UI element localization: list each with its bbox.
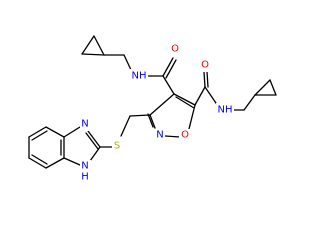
svg-text:N: N (81, 119, 88, 130)
atom-nh-amide-right: NH (216, 103, 234, 116)
svg-text:S: S (114, 141, 120, 152)
cyclopropyl-right (194, 71, 277, 111)
atom-nh-imidazole: N H (80, 160, 91, 183)
svg-text:O: O (181, 130, 189, 141)
atom-o-amide-right: O (200, 59, 211, 72)
benzimidazole (28, 126, 101, 169)
thioether-linker (99, 114, 151, 148)
svg-text:H: H (81, 172, 89, 183)
atom-o-amide-top: O (169, 43, 180, 56)
atom-n-imidazole: N (80, 118, 91, 131)
atom-nh-amide-top: NH (130, 69, 148, 82)
svg-text:N: N (81, 161, 88, 172)
atom-n-isoxazole: N (154, 129, 165, 142)
isoxazole-ring (147, 93, 196, 138)
cyclopropyl-top (81, 35, 177, 95)
svg-text:N: N (156, 130, 163, 141)
structure-diagram: NH O O NH S N N H N O (28, 35, 277, 183)
molecule-canvas: NH O O NH S N N H N O (28, 35, 277, 183)
atom-s-thioether: S (112, 140, 123, 153)
svg-text:NH: NH (132, 71, 147, 82)
svg-text:NH: NH (218, 105, 233, 116)
atom-o-isoxazole: O (179, 129, 190, 142)
svg-text:O: O (201, 60, 209, 71)
svg-text:O: O (171, 44, 179, 55)
